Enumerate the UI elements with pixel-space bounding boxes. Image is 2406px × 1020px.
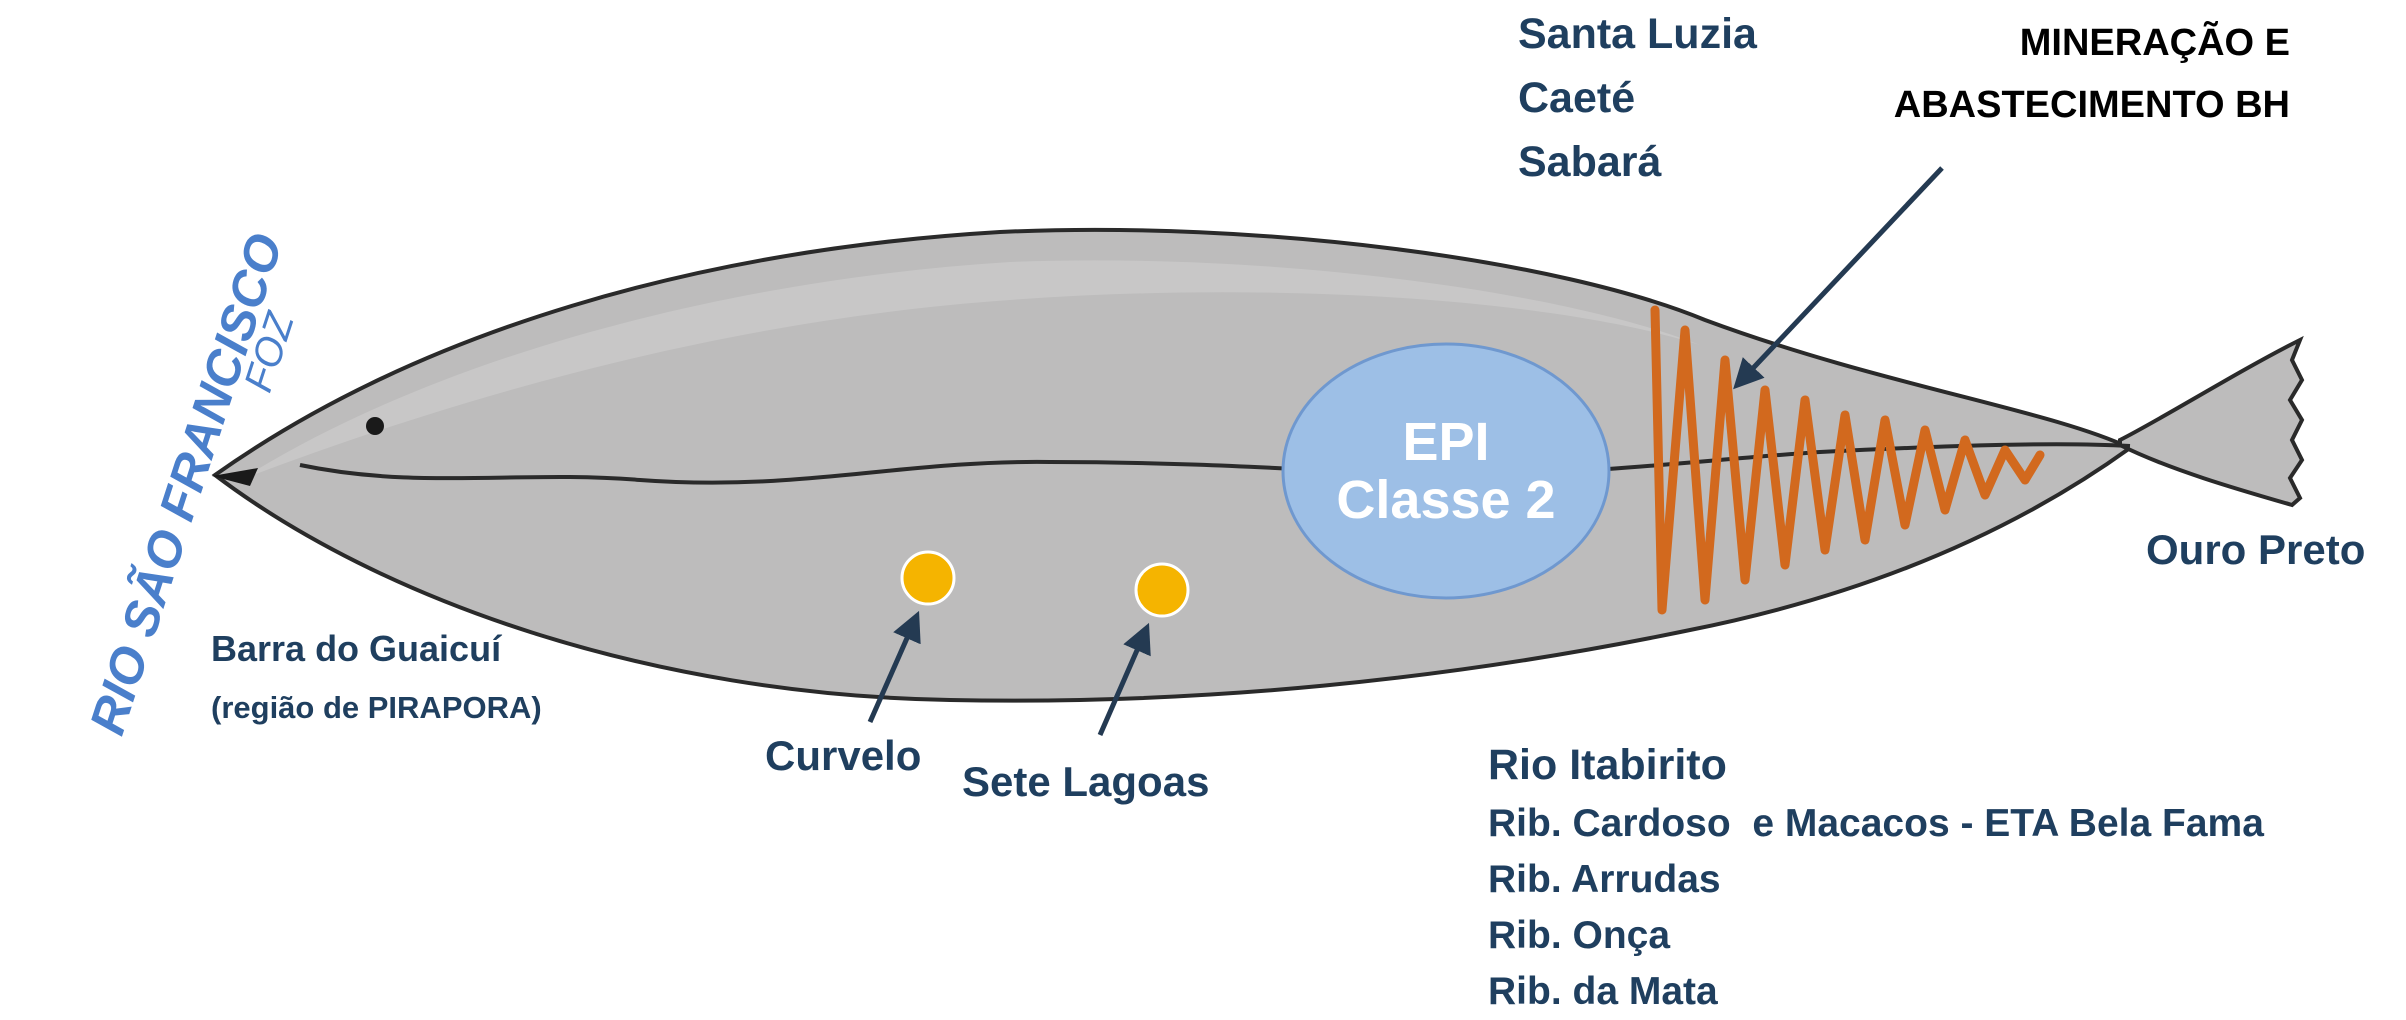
sete-lagoas-label: Sete Lagoas [962, 758, 1210, 805]
curvelo-arrow [867, 610, 921, 724]
mouth-place-label: Barra do Guaicuí [211, 628, 502, 669]
mining-arrow [1733, 166, 1944, 390]
fish-eye [366, 417, 384, 435]
fish-tail [2118, 335, 2305, 508]
mining-label-line2: ABASTECIMENTO BH [1893, 84, 2290, 126]
sete-lagoas-arrow [1097, 622, 1151, 737]
tributary-item: Rib. Arrudas [1488, 858, 1721, 901]
upper-cities-list: Santa Luzia Caeté Sabará [1518, 2, 1757, 194]
mining-label: MINERAÇÃO E ABASTECIMENTO BH [1700, 12, 2290, 136]
fish-shading [240, 260, 1700, 480]
curvelo-label: Curvelo [765, 732, 922, 779]
tributary-item: Rib. Onça [1488, 914, 1671, 957]
pollution-zigzag [1650, 305, 2045, 615]
sete-lagoas-marker [1134, 562, 1190, 618]
epi-ellipse [1281, 342, 1611, 600]
mining-label-line1: MINERAÇÃO E [2019, 22, 2290, 64]
source-city-label: Ouro Preto [2146, 526, 2366, 573]
epi-label-line2: Classe 2 [1336, 470, 1556, 530]
fish-snout [212, 468, 258, 486]
tributary-item: Rio Itabirito [1488, 741, 1727, 789]
mouth-region-label: (região de PIRAPORA) [211, 690, 542, 725]
epi-label: EPI Classe 2 [1283, 344, 1609, 598]
city-santa-luzia: Santa Luzia [1518, 10, 1757, 58]
city-caete: Caeté [1518, 74, 1636, 122]
tributary-item: Rib. da Mata [1488, 970, 1718, 1013]
epi-label-line1: EPI [1402, 412, 1490, 472]
city-sabara: Sabará [1518, 138, 1662, 186]
curvelo-marker [900, 550, 956, 606]
tributary-item: Rib. Cardoso e Macacos - ETA Bela Fama [1488, 802, 2264, 845]
tributaries-list: Rio Itabirito Rib. Cardoso e Macacos - E… [1488, 734, 2264, 1020]
